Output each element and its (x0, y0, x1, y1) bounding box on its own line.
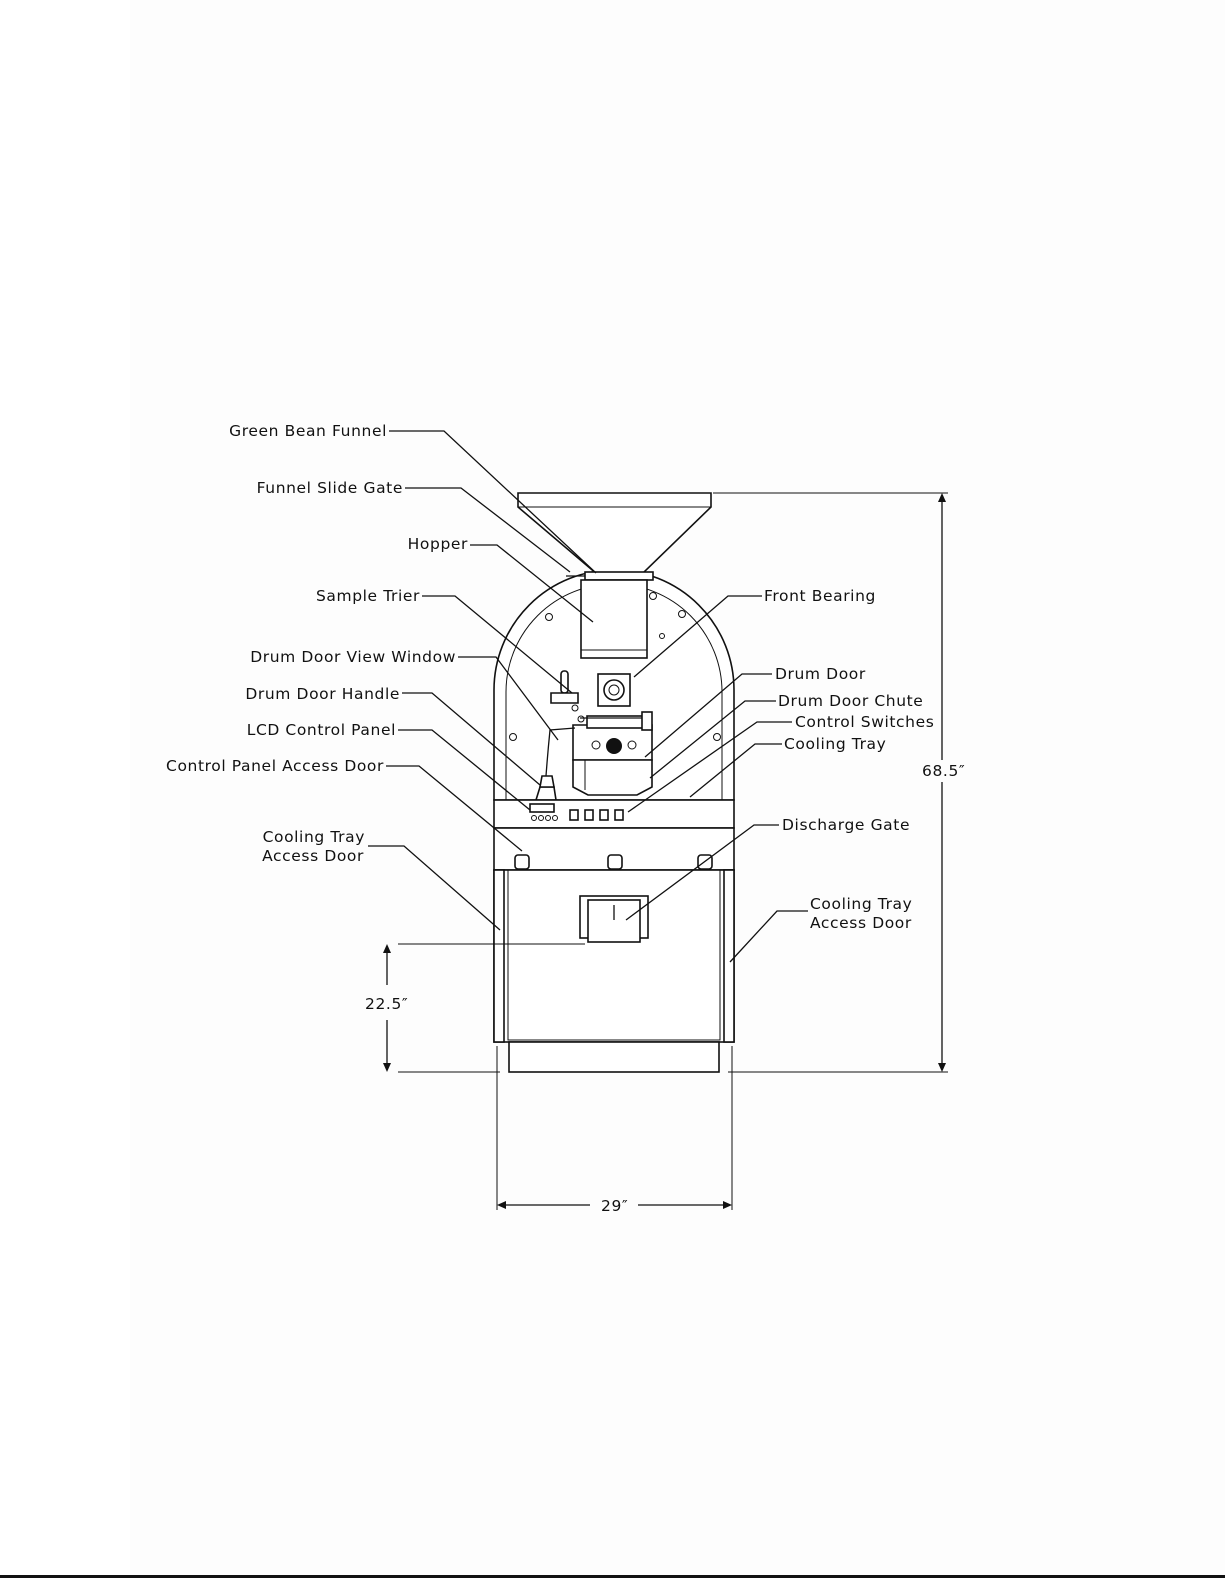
label-drum-door: Drum Door (775, 665, 866, 683)
label-front-bearing: Front Bearing (764, 587, 876, 605)
funnel-slide-gate (585, 572, 653, 580)
right-cooling-tray-access-door (724, 870, 734, 1042)
label-cooling-tray-access-door-left-line1: Cooling Tray (263, 828, 365, 846)
machine-base (509, 1042, 719, 1072)
label-cooling-tray: Cooling Tray (784, 735, 886, 753)
dimension-overall-width: 29″ (601, 1197, 628, 1215)
dimension-tray-height: 22.5″ (365, 995, 408, 1013)
label-funnel-slide-gate: Funnel Slide Gate (257, 479, 403, 497)
label-drum-door-view-window: Drum Door View Window (250, 648, 456, 666)
label-cooling-tray-access-door-right-line2: Access Door (810, 914, 912, 932)
label-green-bean-funnel: Green Bean Funnel (229, 422, 387, 440)
hopper (581, 580, 647, 658)
green-bean-funnel (518, 493, 711, 575)
left-cooling-tray-access-door (494, 870, 504, 1042)
drum-door-view-window (606, 738, 622, 754)
roaster-machine (494, 493, 734, 1072)
discharge-gate (580, 896, 648, 942)
label-lcd-control-panel: LCD Control Panel (247, 721, 396, 739)
label-drum-door-handle: Drum Door Handle (245, 685, 400, 703)
label-control-panel-access-door: Control Panel Access Door (166, 757, 384, 775)
front-bearing (598, 674, 630, 706)
label-cooling-tray-access-door-right-line1: Cooling Tray (810, 895, 912, 913)
label-drum-door-chute: Drum Door Chute (778, 692, 923, 710)
label-discharge-gate: Discharge Gate (782, 816, 910, 834)
dimension-overall-height: 68.5″ (922, 762, 965, 780)
label-control-switches: Control Switches (795, 713, 934, 731)
label-sample-trier: Sample Trier (316, 587, 420, 605)
label-hopper: Hopper (408, 535, 468, 553)
label-cooling-tray-access-door-left-line2: Access Door (262, 847, 364, 865)
